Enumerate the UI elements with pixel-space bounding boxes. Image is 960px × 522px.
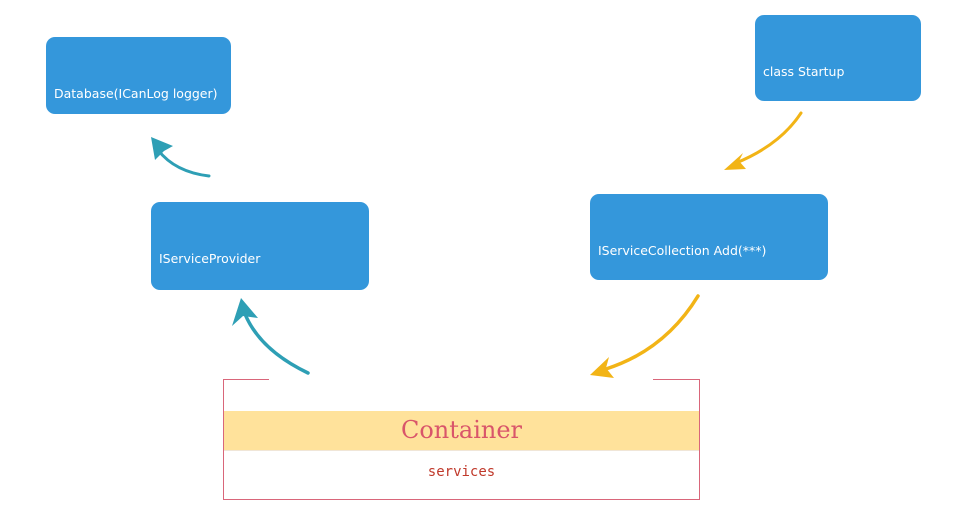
database-close-brace: } xyxy=(54,200,62,215)
startup-configure-method: void Configure(***) xyxy=(791,178,911,193)
service-provider-box: IServiceProvider { GetService(Type servi… xyxy=(151,202,369,437)
startup-box: class Startup { void Configure(***) } xyxy=(755,15,921,250)
startup-open-brace: { xyxy=(763,121,771,136)
startup-to-collection-arrowhead xyxy=(724,153,746,170)
container-services-label: services xyxy=(427,464,496,480)
service-provider-close-brace: } xyxy=(159,422,167,437)
database-signature: Database(ICanLog logger) xyxy=(54,86,218,101)
service-collection-add-call: collection.Add(serviceDescriptor); xyxy=(614,357,826,372)
container-top-border-left xyxy=(223,379,269,380)
service-provider-open-brace: { xyxy=(159,308,167,323)
database-open-brace: { xyxy=(54,143,62,158)
database-box: Database(ICanLog logger) { } xyxy=(46,37,231,215)
service-provider-name: IServiceProvider xyxy=(159,251,261,266)
container-divider xyxy=(224,450,699,451)
container-frame xyxy=(223,379,700,500)
startup-class-declaration: class Startup xyxy=(763,64,845,79)
service-collection-signature: IServiceCollection Add(***) xyxy=(598,243,767,258)
container-top-border-right xyxy=(653,379,700,380)
container-title: Container xyxy=(224,411,699,450)
service-collection-box: IServiceCollection Add(***) { collection… xyxy=(590,194,828,429)
service-collection-open-brace: { xyxy=(598,300,606,315)
